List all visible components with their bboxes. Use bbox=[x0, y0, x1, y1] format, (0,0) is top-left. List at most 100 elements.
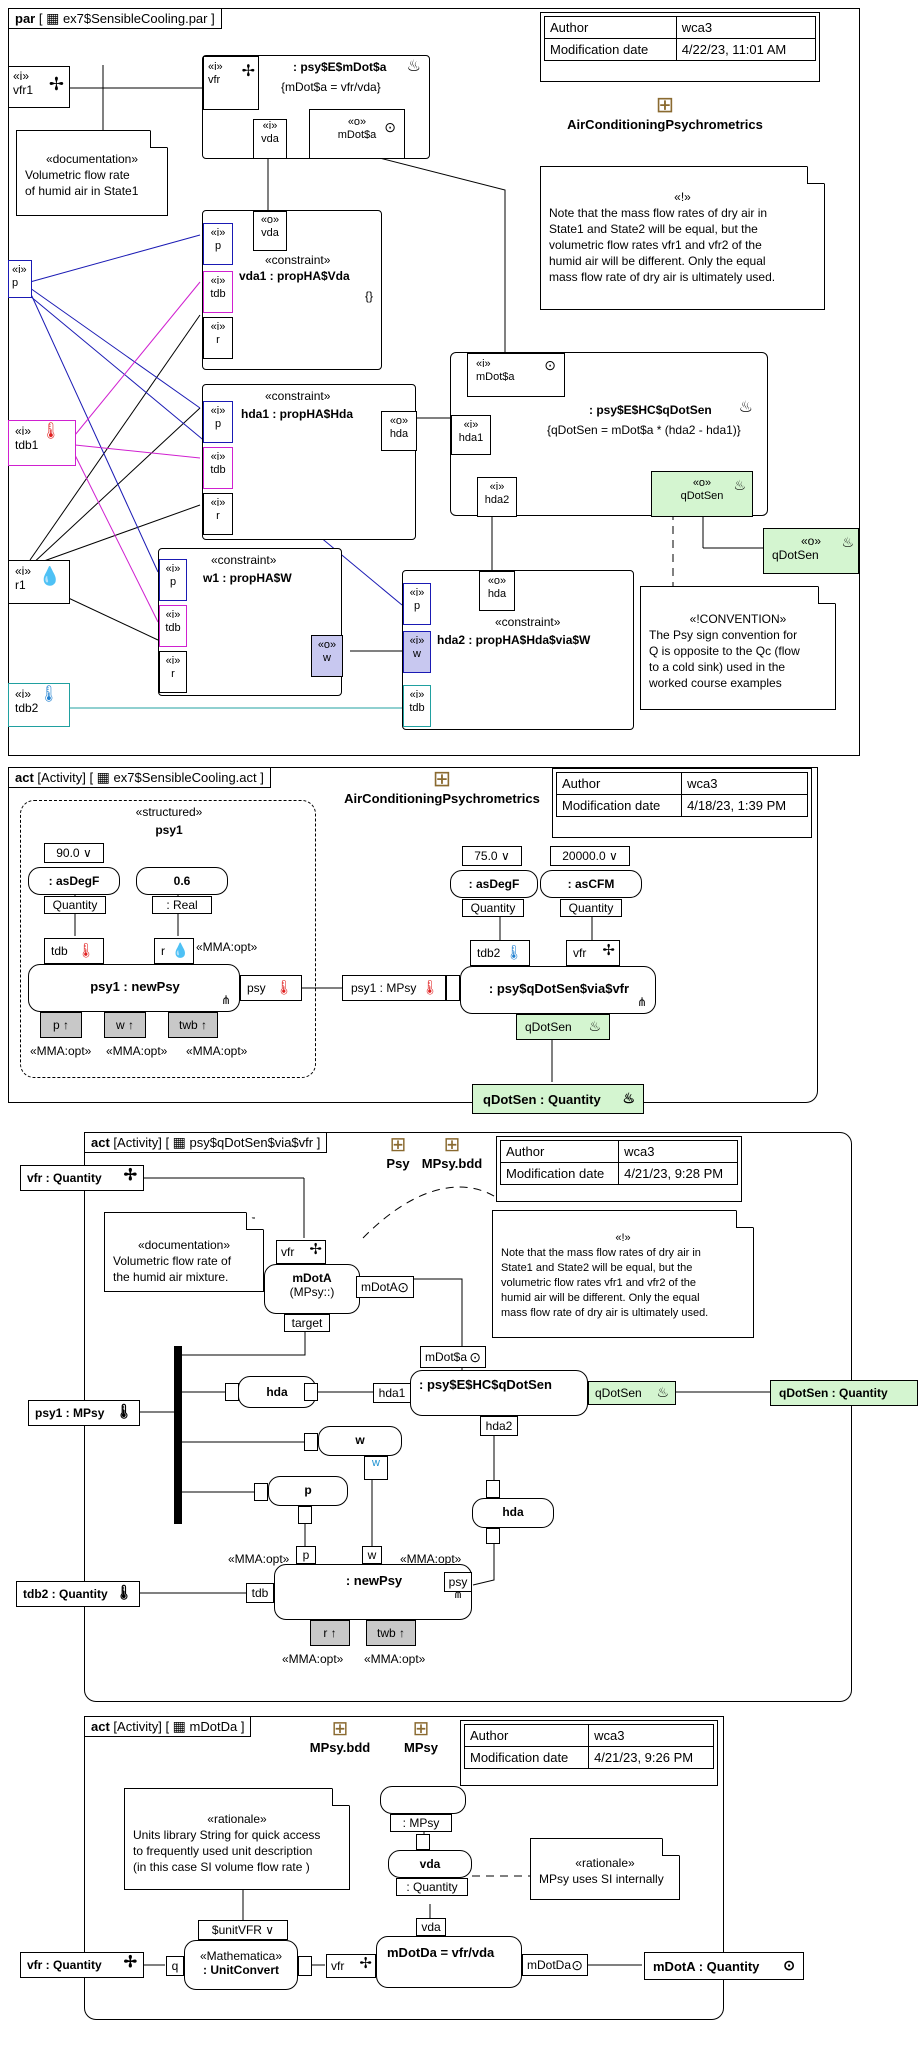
action-asdegf[interactable]: : asDegF bbox=[28, 867, 120, 895]
pin-psy[interactable]: psy🌡 bbox=[240, 975, 302, 1001]
package-ref[interactable]: ⊞ AirConditioningPsychrometrics bbox=[332, 768, 552, 807]
port-tdb1[interactable]: «i» tdb1 🌡 bbox=[8, 420, 76, 466]
pin-vfr[interactable]: vfr✢ bbox=[566, 940, 620, 966]
pin-psy[interactable]: psy bbox=[444, 1572, 472, 1592]
pin-vfr[interactable]: «i»vfr✢ bbox=[203, 56, 259, 110]
action-hda[interactable]: hda bbox=[238, 1376, 316, 1408]
pin-out[interactable] bbox=[486, 1528, 500, 1544]
pin-r-out[interactable]: r ↑ bbox=[310, 1620, 350, 1646]
pin-quantity[interactable]: Quantity bbox=[44, 896, 106, 914]
pin-in[interactable] bbox=[225, 1383, 239, 1401]
pin-vda-out[interactable]: «o»vda bbox=[253, 211, 287, 251]
pin-w-out[interactable]: w ↑ bbox=[104, 1012, 146, 1038]
port-qdotsen[interactable]: «o» qDotSen ♨ bbox=[763, 528, 859, 574]
value-input-20000[interactable]: 20000.0 ∨ bbox=[550, 846, 630, 866]
pin-tdb[interactable]: «i»tdb bbox=[203, 271, 233, 313]
action-ascfm[interactable]: : asCFM bbox=[540, 870, 642, 898]
action-p[interactable]: p bbox=[268, 1476, 348, 1506]
block-qdotsen[interactable]: «i»mDot$a⊙ : psy$E$HC$qDotSen ♨ {qDotSen… bbox=[450, 352, 768, 517]
value-input-90[interactable]: 90.0 ∨ bbox=[44, 843, 104, 863]
object-mpsy[interactable] bbox=[380, 1786, 466, 1814]
pin-w[interactable]: «i»w bbox=[403, 631, 431, 673]
constraint-hda1[interactable]: «constraint» hda1 : propHA$Hda «o»hda «i… bbox=[202, 384, 417, 540]
pin-tdb[interactable]: tdb🌡 bbox=[44, 938, 104, 964]
pin-tdb[interactable]: «i»tdb bbox=[403, 685, 431, 727]
value-input-75[interactable]: 75.0 ∨ bbox=[462, 846, 522, 866]
action-qdotsen-via-vfr[interactable]: : psy$qDotSen$via$vfr ⋔ bbox=[460, 966, 656, 1014]
pin-hda-out[interactable]: «o»hda bbox=[479, 571, 515, 611]
pin-hda2[interactable]: «i»hda2 bbox=[477, 477, 517, 517]
pin-in[interactable] bbox=[304, 1433, 318, 1451]
object-node-mpsy[interactable]: psy1 : MPsy🌡 bbox=[342, 975, 446, 1001]
pin-mdot-in[interactable]: mDot$a⊙ bbox=[420, 1346, 486, 1368]
pin-vfr[interactable]: vfr✢ bbox=[326, 1954, 376, 1978]
pin-p-out[interactable] bbox=[298, 1506, 312, 1524]
pin-w-out[interactable]: w bbox=[364, 1456, 388, 1480]
pin-mdot-out[interactable]: «o»mDot$a⊙ bbox=[309, 109, 405, 159]
package-ref-mpsy-bdd[interactable]: ⊞ MPsy.bdd bbox=[300, 1719, 380, 1755]
pin-twb-out[interactable]: twb ↑ bbox=[168, 1012, 218, 1038]
pin-input-small[interactable] bbox=[446, 975, 460, 1001]
pin-hda1[interactable]: «i»hda1 bbox=[451, 415, 491, 455]
pin-mdota-out[interactable]: mDotA⊙ bbox=[356, 1276, 414, 1298]
pin-p[interactable]: «i»p bbox=[203, 401, 233, 443]
pin-quantity[interactable]: Quantity bbox=[560, 899, 622, 917]
action-mdotda-expr[interactable]: mDotDa = vfr/vda bbox=[376, 1936, 522, 1988]
param-vfr-quantity[interactable]: vfr : Quantity✢ bbox=[20, 1952, 144, 1978]
pin-quantity[interactable]: : Quantity bbox=[396, 1878, 468, 1896]
param-mdota-quantity[interactable]: mDotA : Quantity⊙ bbox=[644, 1952, 804, 1980]
pin-qdotsen[interactable]: qDotSen♨ bbox=[588, 1381, 676, 1405]
pin-real[interactable]: : Real bbox=[152, 896, 212, 914]
pin-r[interactable]: «i»r bbox=[159, 651, 187, 693]
param-psy1-mpsy[interactable]: psy1 : MPsy🌡 bbox=[28, 1400, 140, 1426]
pin-target[interactable]: target bbox=[284, 1314, 330, 1332]
pin-tdb2[interactable]: tdb2🌡 bbox=[470, 940, 530, 966]
package-ref-mpsy-bdd[interactable]: ⊞ MPsy.bdd bbox=[416, 1135, 488, 1171]
pin-r[interactable]: r💧 bbox=[154, 938, 194, 964]
package-ref[interactable]: ⊞ AirConditioningPsychrometrics bbox=[545, 94, 785, 133]
action-newpsy[interactable]: : newPsy ⋔ bbox=[274, 1564, 472, 1620]
pin-in[interactable] bbox=[486, 1480, 500, 1498]
action-vda[interactable]: vda bbox=[388, 1850, 472, 1878]
pin-tdb[interactable]: «i»tdb bbox=[203, 447, 233, 489]
pin-r[interactable]: «i»r bbox=[203, 493, 233, 535]
pin-p[interactable]: «i»p bbox=[203, 223, 233, 265]
pin-qdotsen-out[interactable]: «o»qDotSen♨ bbox=[651, 471, 753, 517]
pin-mdotda-out[interactable]: mDotDa⊙ bbox=[522, 1954, 588, 1976]
pin-hda2[interactable]: hda2 bbox=[480, 1416, 518, 1436]
pin-qdotsen[interactable]: qDotSen♨ bbox=[516, 1014, 610, 1040]
pin-twb-out[interactable]: twb ↑ bbox=[366, 1620, 416, 1646]
pin-in[interactable] bbox=[416, 1834, 430, 1850]
value-0-6[interactable]: 0.6 bbox=[136, 867, 228, 895]
block-mdot[interactable]: : psy$E$mDot$a {mDot$a = vfr/vda} ♨ «i»v… bbox=[202, 55, 430, 159]
package-ref-psy[interactable]: ⊞ Psy bbox=[378, 1135, 418, 1171]
port-vfr1[interactable]: «i» vfr1 ✢ bbox=[8, 66, 70, 108]
pin-vda[interactable]: vda bbox=[416, 1918, 446, 1936]
pin-hda1[interactable]: hda1 bbox=[373, 1383, 411, 1403]
action-newpsy[interactable]: psy1 : newPsy ⋔ bbox=[28, 964, 240, 1012]
value-input-unitvfr[interactable]: $unitVFR ∨ bbox=[198, 1920, 288, 1940]
pin-p[interactable]: p bbox=[296, 1546, 316, 1564]
action-psy-hc-qdotsen[interactable]: : psy$E$HC$qDotSen bbox=[410, 1370, 588, 1416]
action-w[interactable]: w bbox=[318, 1426, 402, 1456]
pin-w-out[interactable]: «o»w bbox=[311, 635, 343, 677]
pin-p[interactable]: «i»p bbox=[403, 583, 431, 625]
action-mdota[interactable]: mDotA (MPsy::) bbox=[264, 1264, 360, 1314]
pin-r[interactable]: «i»r bbox=[203, 317, 233, 359]
constraint-hda2[interactable]: «o»hda «constraint» hda2 : propHA$Hda$vi… bbox=[402, 570, 634, 730]
pin-out[interactable] bbox=[298, 1956, 312, 1976]
output-node-qdotsen[interactable]: qDotSen : Quantity♨ bbox=[472, 1084, 644, 1114]
port-tdb2[interactable]: «i» tdb2 🌡 bbox=[8, 683, 70, 727]
action-hda-2[interactable]: hda bbox=[472, 1498, 554, 1528]
pin-vda[interactable]: «i»vda bbox=[253, 119, 287, 159]
constraint-w1[interactable]: «constraint» w1 : propHA$W «i»p «i»tdb «… bbox=[158, 548, 343, 696]
pin-quantity[interactable]: Quantity bbox=[462, 899, 524, 917]
param-qdotsen-quantity[interactable]: qDotSen : Quantity bbox=[770, 1380, 918, 1406]
param-tdb2-quantity[interactable]: tdb2 : Quantity🌡 bbox=[16, 1581, 140, 1607]
pin-q[interactable]: q bbox=[166, 1956, 184, 1976]
pin-mpsy[interactable]: : MPsy bbox=[390, 1814, 452, 1832]
pin-mdot-in[interactable]: «i»mDot$a⊙ bbox=[467, 353, 565, 397]
pin-tdb[interactable]: «i»tdb bbox=[159, 605, 187, 647]
pin-vfr[interactable]: vfr✢ bbox=[276, 1240, 326, 1264]
pin-p[interactable]: «i»p bbox=[159, 559, 187, 601]
